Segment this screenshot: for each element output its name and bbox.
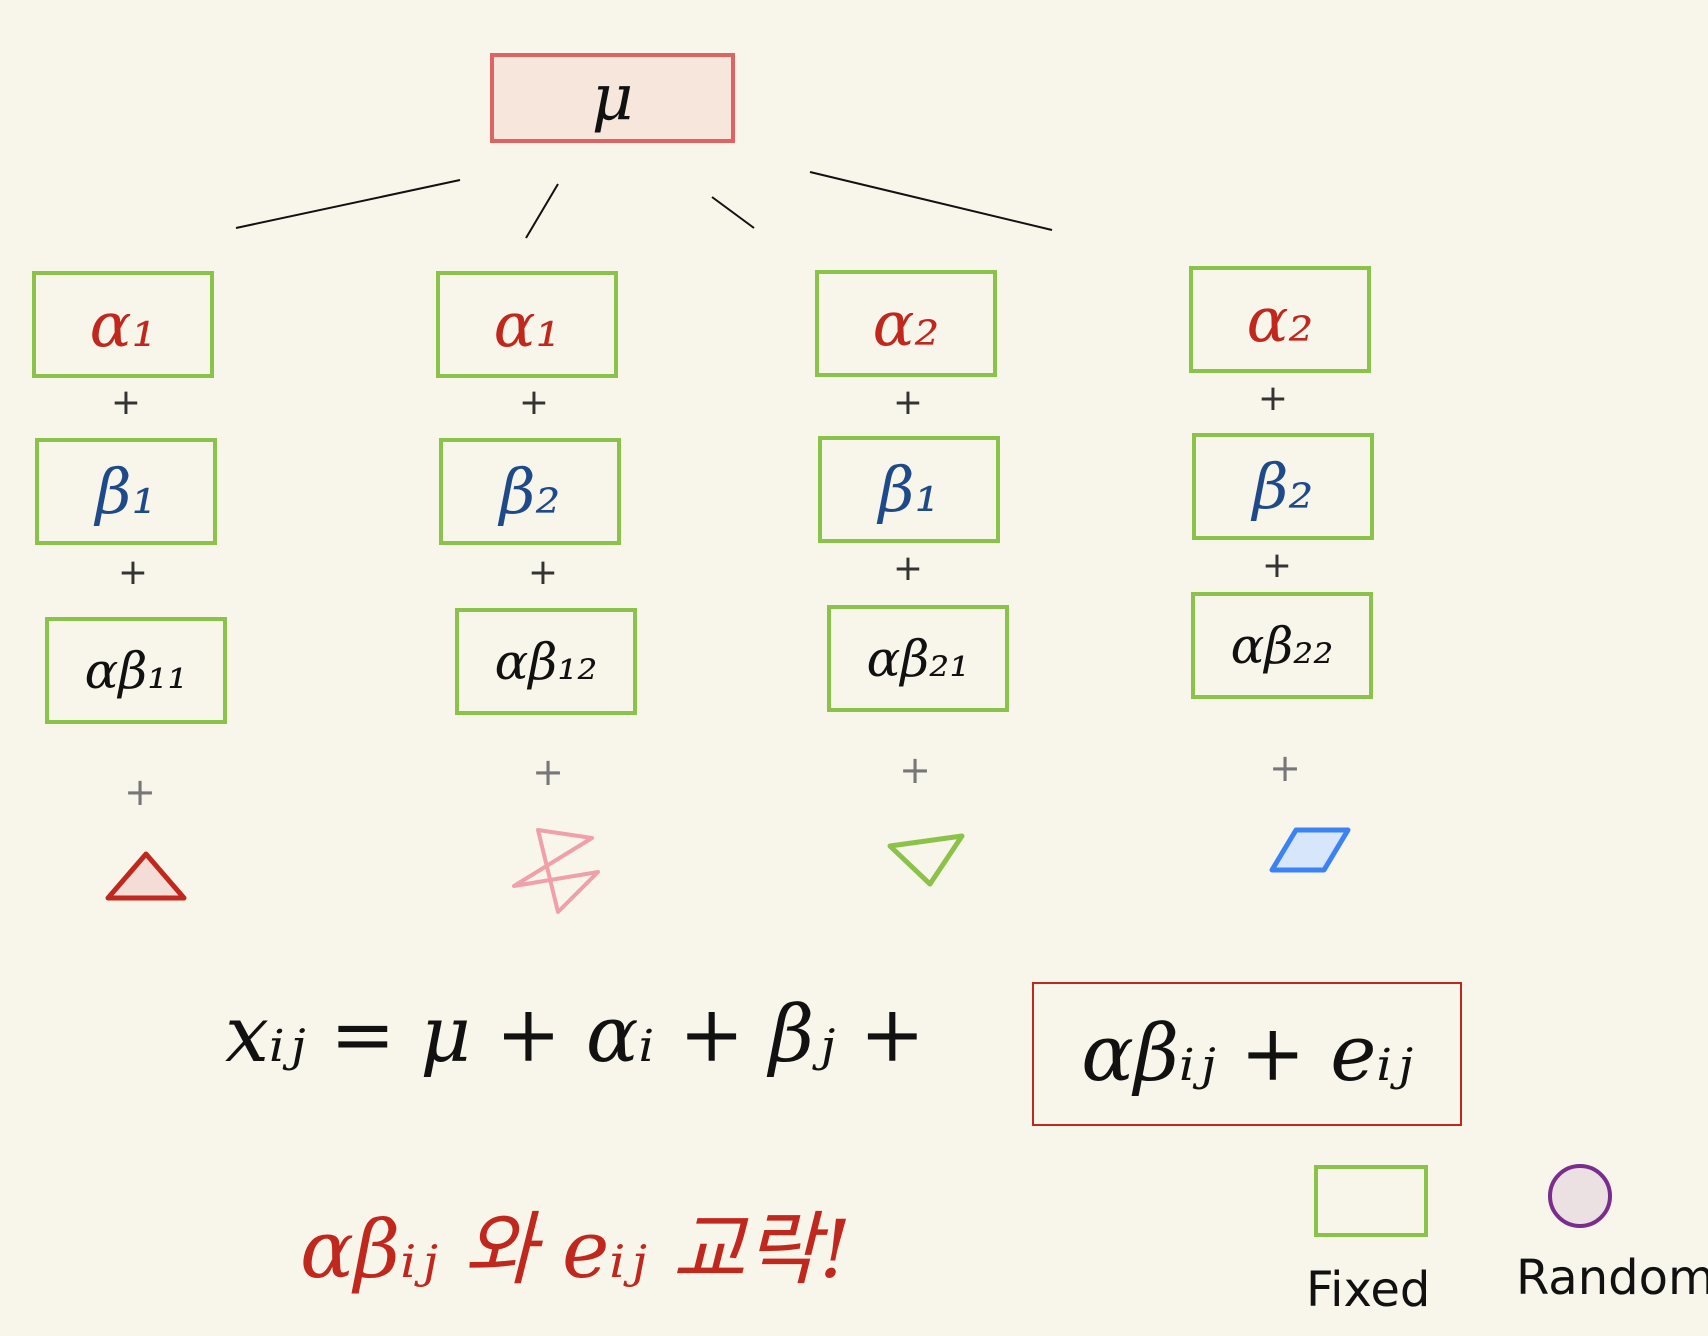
col3-plus-2: + <box>892 548 924 589</box>
col4-beta-box: β₂ <box>1192 433 1374 540</box>
confounding-note: αβᵢⱼ 와 eᵢⱼ 교락! <box>300 1203 852 1296</box>
parallelogram-icon <box>1269 827 1351 873</box>
col1-ab-label: αβ₁₁ <box>84 641 188 700</box>
col4-alpha-box: α₂ <box>1189 266 1371 373</box>
col3-plus-1: + <box>892 382 924 423</box>
col1-ab-box: αβ₁₁ <box>45 617 227 724</box>
col4-beta-label: β₂ <box>1252 450 1314 523</box>
col2-ab-box: αβ₁₂ <box>455 608 637 715</box>
col1-plus-3: + <box>124 770 156 814</box>
legend-fixed-label: Fixed <box>1306 1262 1431 1318</box>
inverted-triangle-icon <box>887 833 965 887</box>
triangle-icon <box>105 851 187 901</box>
col4-ab-label: αβ₂₂ <box>1230 616 1334 675</box>
col2-plus-3: + <box>532 750 564 794</box>
col2-alpha-label: α₁ <box>493 288 561 361</box>
col1-plus-2: + <box>117 552 149 593</box>
connector-line-1 <box>235 179 461 229</box>
col2-plus-1: + <box>518 382 550 423</box>
col2-alpha-box: α₁ <box>436 271 618 378</box>
col2-beta-label: β₂ <box>499 455 561 528</box>
col3-alpha-label: α₂ <box>872 287 940 360</box>
col1-alpha-label: α₁ <box>89 288 157 361</box>
col4-plus-2: + <box>1261 545 1293 586</box>
col4-plus-3: + <box>1269 746 1301 790</box>
confounded-terms: αβᵢⱼ + eᵢⱼ <box>1081 1009 1413 1099</box>
col4-alpha-label: α₂ <box>1246 283 1314 356</box>
col3-ab-box: αβ₂₁ <box>827 605 1009 712</box>
col1-alpha-box: α₁ <box>32 271 214 378</box>
root-mu-box: μ <box>490 53 735 143</box>
col2-plus-2: + <box>527 552 559 593</box>
col3-ab-label: αβ₂₁ <box>866 629 970 688</box>
col4-plus-1: + <box>1257 378 1289 419</box>
legend-random-label: Random <box>1516 1250 1708 1306</box>
connector-line-3 <box>711 196 755 229</box>
col2-ab-label: αβ₁₂ <box>494 632 598 691</box>
connector-line-2 <box>525 183 559 239</box>
legend-random-swatch <box>1548 1164 1612 1228</box>
col1-plus-1: + <box>110 382 142 423</box>
col2-beta-box: β₂ <box>439 438 621 545</box>
col1-beta-label: β₁ <box>95 455 157 528</box>
col3-plus-3: + <box>899 748 931 792</box>
confounded-terms-box: αβᵢⱼ + eᵢⱼ <box>1032 982 1462 1126</box>
legend-fixed-swatch <box>1314 1165 1428 1237</box>
star-icon <box>512 828 600 914</box>
model-equation: xᵢⱼ = μ + αᵢ + βⱼ + <box>225 990 926 1080</box>
col3-alpha-box: α₂ <box>815 270 997 377</box>
col3-beta-box: β₁ <box>818 436 1000 543</box>
root-label: μ <box>591 61 634 135</box>
col1-beta-box: β₁ <box>35 438 217 545</box>
col3-beta-label: β₁ <box>878 453 940 526</box>
connector-line-4 <box>809 171 1053 231</box>
col4-ab-box: αβ₂₂ <box>1191 592 1373 699</box>
